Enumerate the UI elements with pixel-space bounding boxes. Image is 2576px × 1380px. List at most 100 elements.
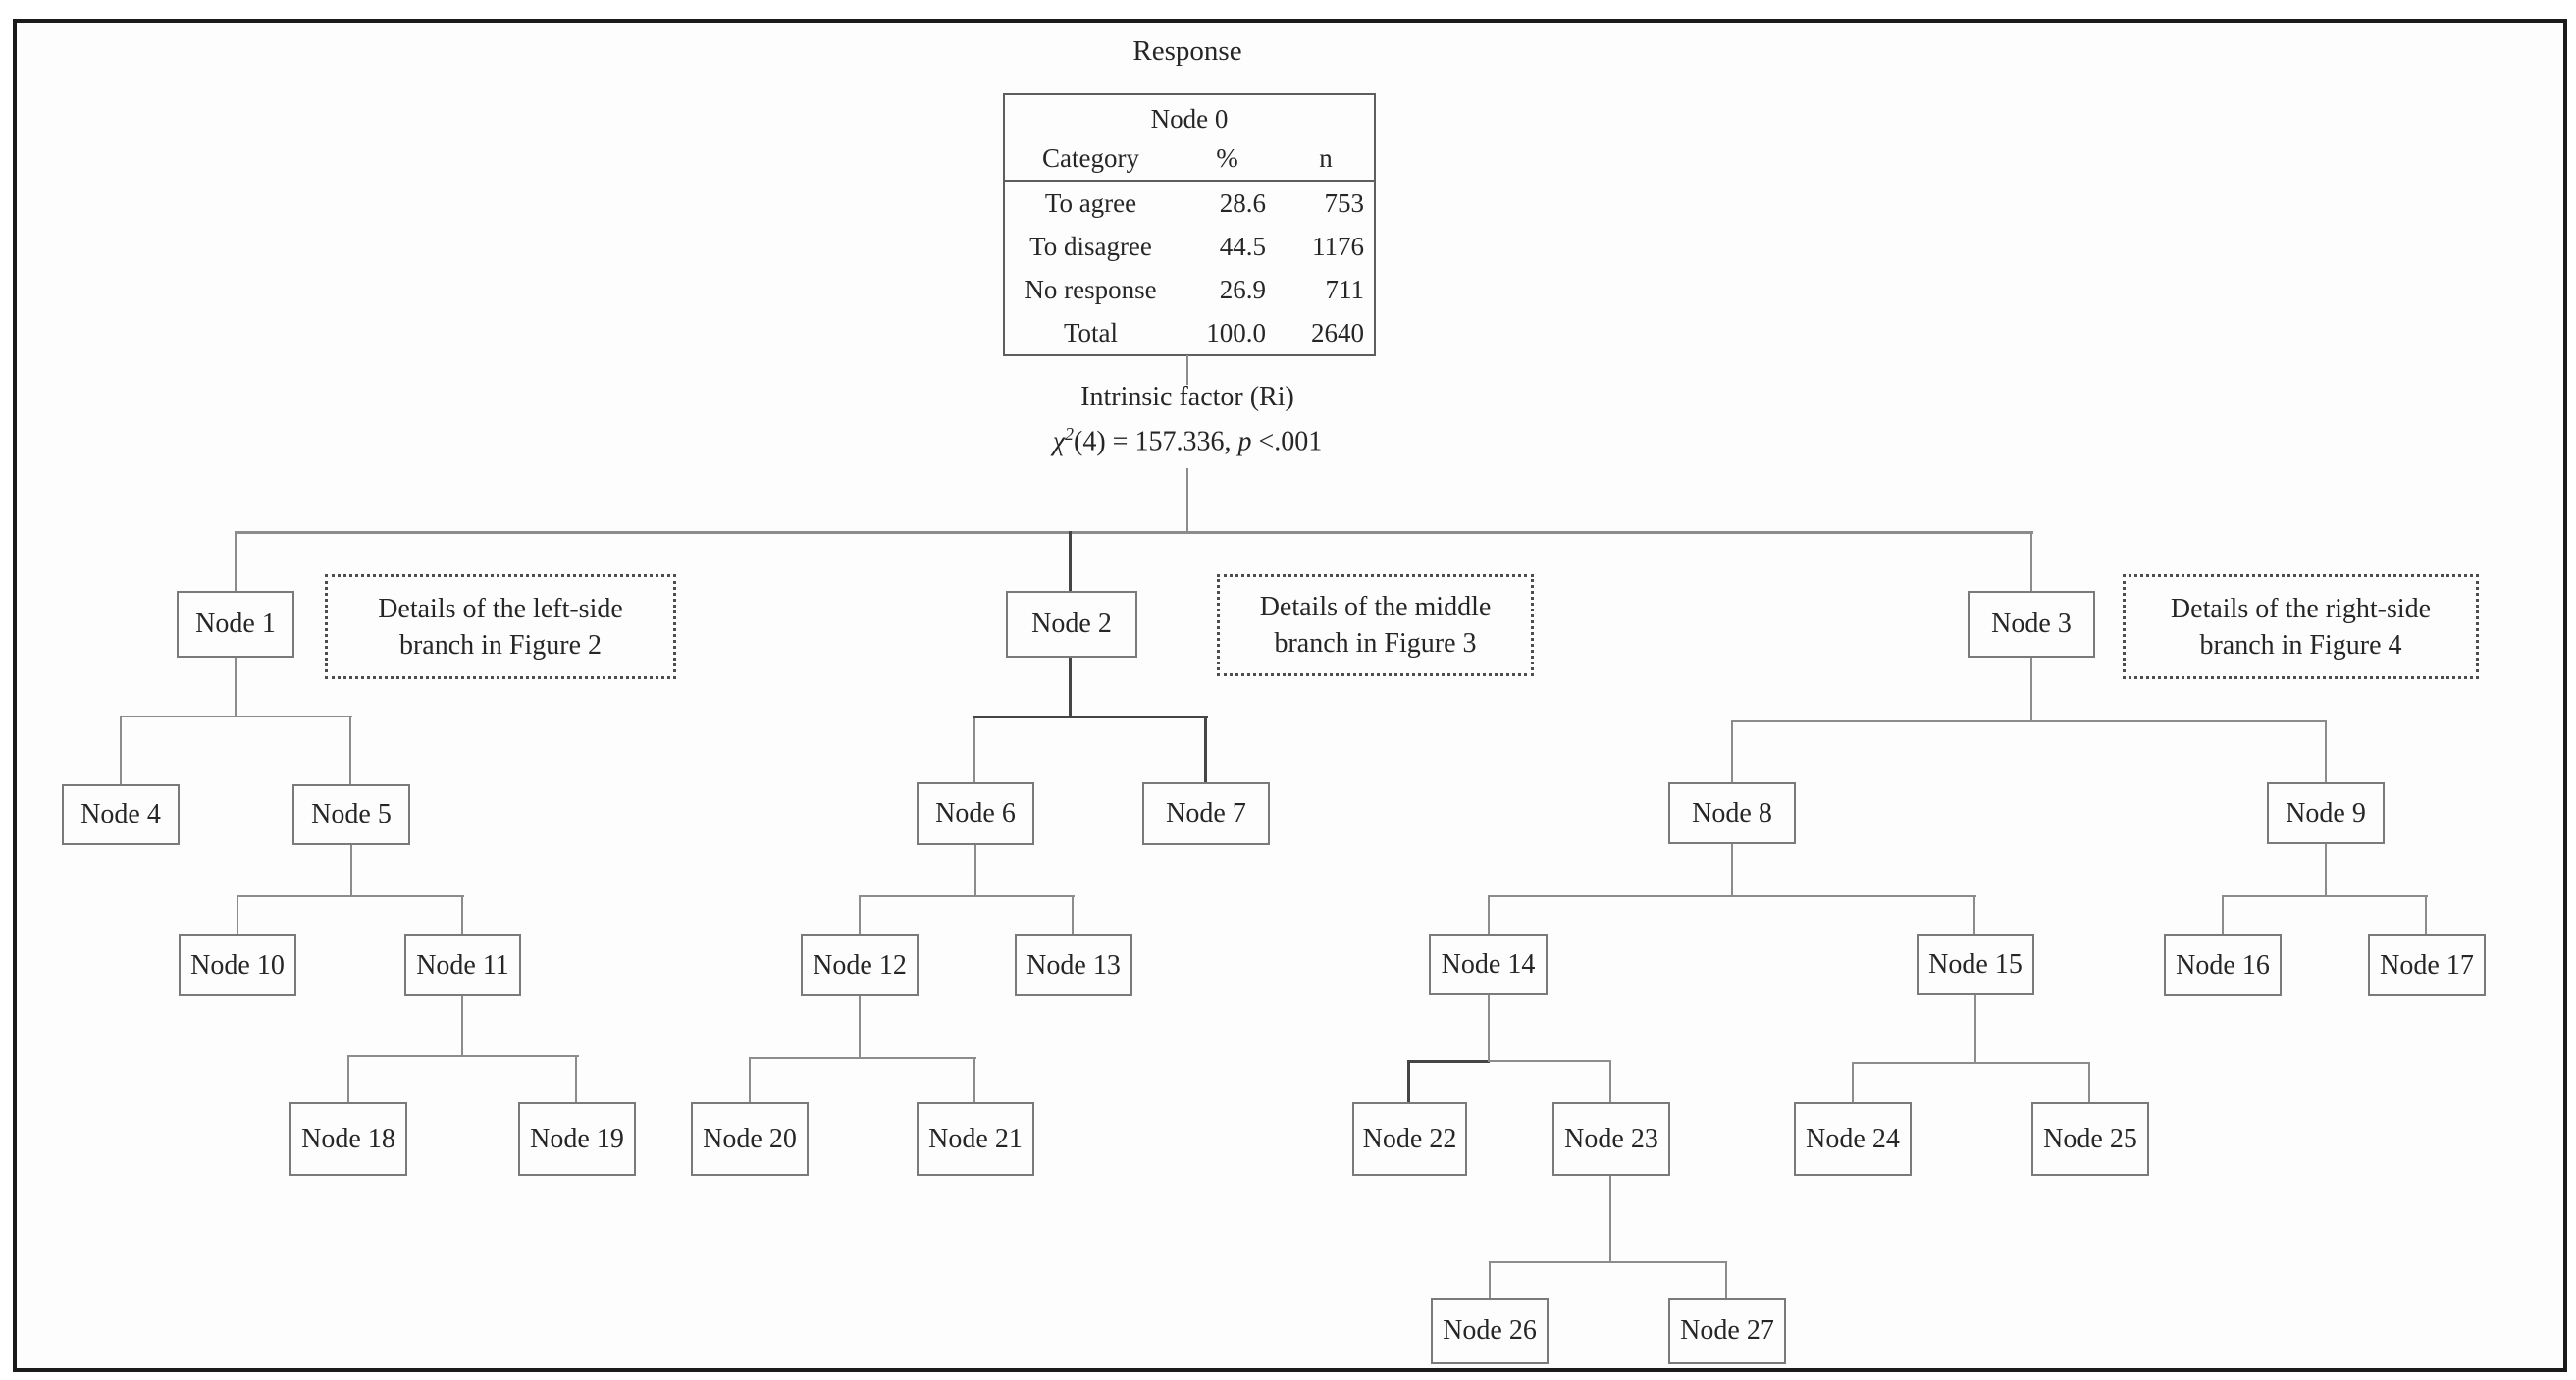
- connector-line: [1407, 1060, 1490, 1063]
- connector-line: [350, 845, 352, 897]
- connector-line: [1186, 468, 1188, 533]
- cell-n: 1176: [1312, 232, 1364, 261]
- tree-node-label: Node 2: [1031, 609, 1112, 639]
- table-row: To agree 28.6 753: [1005, 182, 1374, 225]
- connector-line: [575, 1057, 577, 1102]
- connector-line: [973, 718, 975, 782]
- root-node-table: Node 0 Category % n To agree 28.6 753 To…: [1003, 93, 1376, 356]
- tree-node-24-box: Node 24: [1794, 1102, 1912, 1176]
- tree-node-19-box: Node 19: [518, 1102, 636, 1176]
- tree-node-label: Node 21: [928, 1123, 1023, 1154]
- tree-node-label: Node 14: [1441, 949, 1536, 980]
- tree-node-label: Node 9: [2286, 797, 2366, 828]
- tree-node-label: Node 26: [1443, 1315, 1537, 1346]
- connector-line: [1488, 897, 1490, 934]
- connector-line: [461, 897, 463, 934]
- split-statistics: χ2(4) = 157.336, p <.001: [893, 424, 1482, 457]
- tree-node-label: Node 19: [530, 1123, 624, 1154]
- connector-line: [859, 895, 1075, 897]
- tree-node-label: Node 18: [301, 1123, 395, 1154]
- tree-node-5-box: Node 5: [292, 784, 410, 845]
- tree-node-label: Node 8: [1692, 797, 1772, 828]
- connector-line: [1489, 1263, 1491, 1298]
- cell-percent: 44.5: [1219, 232, 1266, 261]
- annotation-line: Details of the middle: [1259, 592, 1492, 622]
- connector-line: [347, 1057, 349, 1102]
- connector-line: [2425, 897, 2427, 934]
- tree-node-1-box: Node 1: [177, 591, 294, 658]
- cell-n: 753: [1324, 188, 1365, 218]
- tree-node-label: Node 27: [1680, 1315, 1774, 1346]
- tree-node-26-box: Node 26: [1431, 1298, 1549, 1364]
- annotation-line: branch in Figure 4: [2199, 629, 2402, 661]
- tree-node-12-box: Node 12: [801, 934, 919, 996]
- tree-node-label: Node 1: [195, 609, 276, 639]
- table-row: To disagree 44.5 1176: [1005, 225, 1374, 268]
- connector-line: [1489, 1261, 1727, 1263]
- connector-line: [237, 895, 464, 897]
- cell-percent: 28.6: [1219, 188, 1266, 218]
- column-category: Category: [1042, 143, 1139, 173]
- connector-line: [1069, 658, 1072, 717]
- connector-line: [1731, 722, 1733, 782]
- tree-node-label: Node 4: [80, 799, 161, 829]
- column-percent: %: [1216, 143, 1238, 173]
- p-body: <.001: [1251, 426, 1323, 457]
- connector-line: [1852, 1064, 1854, 1102]
- connector-line: [2325, 722, 2327, 782]
- tree-node-label: Node 16: [2176, 949, 2270, 981]
- tree-node-label: Node 5: [311, 799, 392, 829]
- tree-node-7-box: Node 7: [1142, 782, 1270, 845]
- connector-line: [2088, 1064, 2090, 1102]
- tree-node-11-box: Node 11: [404, 934, 521, 996]
- connector-line: [1973, 897, 1975, 934]
- annotation-line: branch in Figure 2: [398, 629, 603, 661]
- connector-line: [1204, 718, 1207, 782]
- tree-node-10-box: Node 10: [179, 934, 296, 996]
- connector-line: [1731, 844, 1733, 897]
- tree-node-6-box: Node 6: [917, 782, 1034, 845]
- table-row: No response 26.9 711: [1005, 268, 1374, 311]
- tree-node-18-box: Node 18: [289, 1102, 407, 1176]
- cell-percent: 26.9: [1219, 275, 1266, 304]
- column-n: n: [1319, 143, 1333, 173]
- connector-line: [1609, 1176, 1611, 1263]
- tree-node-23-box: Node 23: [1552, 1102, 1670, 1176]
- figure-title: Response: [1132, 35, 1242, 67]
- tree-node-20-box: Node 20: [691, 1102, 809, 1176]
- tree-node-label: Node 17: [2380, 949, 2474, 981]
- connector-line: [2030, 534, 2032, 591]
- connector-line: [1407, 1063, 1410, 1102]
- connector-line: [2030, 658, 2032, 722]
- tree-node-2-box: Node 2: [1006, 591, 1137, 658]
- tree-node-15-box: Node 15: [1917, 934, 2034, 995]
- connector-line: [973, 716, 1208, 718]
- tree-node-25-box: Node 25: [2031, 1102, 2149, 1176]
- tree-node-label: Node 12: [813, 949, 907, 981]
- connector-line: [859, 897, 861, 934]
- tree-node-label: Node 15: [1928, 949, 2023, 980]
- tree-node-label: Node 10: [190, 949, 285, 981]
- connector-line: [749, 1057, 976, 1059]
- tree-node-8-box: Node 8: [1668, 782, 1796, 844]
- annotation-middle-branch: Details of the middle branch in Figure 3: [1217, 574, 1534, 676]
- annotation-line: Details of the right-side: [2170, 593, 2432, 624]
- connector-line: [749, 1059, 751, 1102]
- connector-line: [1186, 355, 1188, 385]
- tree-node-label: Node 13: [1026, 949, 1121, 981]
- connector-line: [2222, 897, 2224, 934]
- connector-line: [1609, 1062, 1611, 1102]
- connector-line: [1069, 531, 1072, 591]
- tree-node-label: Node 3: [1991, 609, 2072, 639]
- annotation-line: branch in Figure 3: [1274, 628, 1477, 659]
- tree-node-17-box: Node 17: [2368, 934, 2486, 996]
- root-node-label: Node 0: [1150, 104, 1229, 133]
- root-table-header: Category % n: [1005, 138, 1374, 182]
- tree-node-13-box: Node 13: [1015, 934, 1132, 996]
- connector-line: [974, 845, 976, 897]
- chi-symbol: χ: [1052, 426, 1066, 457]
- cell-percent: 100.0: [1206, 318, 1266, 347]
- p-symbol: p: [1237, 426, 1252, 457]
- connector-line: [235, 534, 237, 591]
